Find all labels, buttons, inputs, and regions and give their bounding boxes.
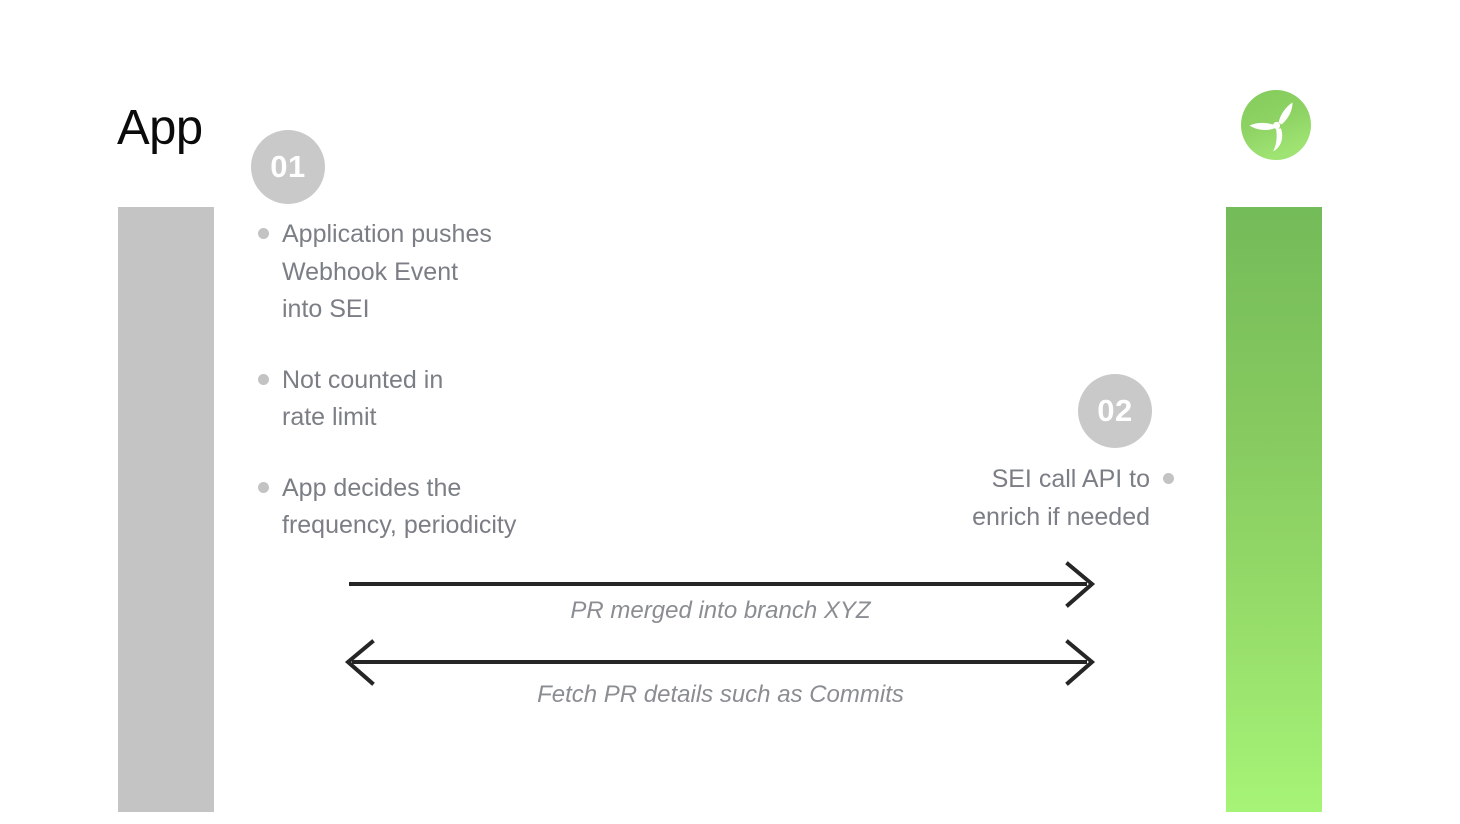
message-arrow-2 [344, 639, 1096, 686]
message-label-1: PR merged into branch XYZ [570, 597, 871, 624]
list-item: Not counted in rate limit [258, 362, 678, 437]
list-item: Application pushes Webhook Event into SE… [258, 216, 678, 329]
step-badge-01: 01 [251, 130, 325, 204]
bullet-dot-icon [258, 481, 269, 493]
bullet-dot-icon [258, 373, 269, 385]
message-arrow-1 [349, 561, 1096, 608]
sei-bullet-list: SEI call API to enrich if needed [760, 461, 1174, 536]
bullet-dot-icon [1163, 473, 1174, 484]
message-label-2: Fetch PR details such as Commits [537, 681, 904, 708]
bullet-text: SEI call API to enrich if needed [972, 465, 1150, 531]
bullet-text: Application pushes Webhook Event into SE… [282, 220, 492, 323]
step-badge-02: 02 [1078, 374, 1152, 448]
bullet-text: App decides the frequency, periodicity [282, 473, 517, 540]
bullet-text: Not counted in rate limit [282, 365, 444, 432]
page-title: App [117, 101, 203, 155]
list-item: App decides the frequency, periodicity [258, 470, 678, 545]
app-bullet-list: Application pushes Webhook Event into SE… [258, 216, 678, 545]
lifeline-app [118, 207, 214, 812]
propeller-logo [1240, 89, 1312, 161]
lifeline-sei [1226, 207, 1322, 812]
list-item: SEI call API to enrich if needed [760, 461, 1174, 536]
bullet-dot-icon [258, 228, 269, 239]
